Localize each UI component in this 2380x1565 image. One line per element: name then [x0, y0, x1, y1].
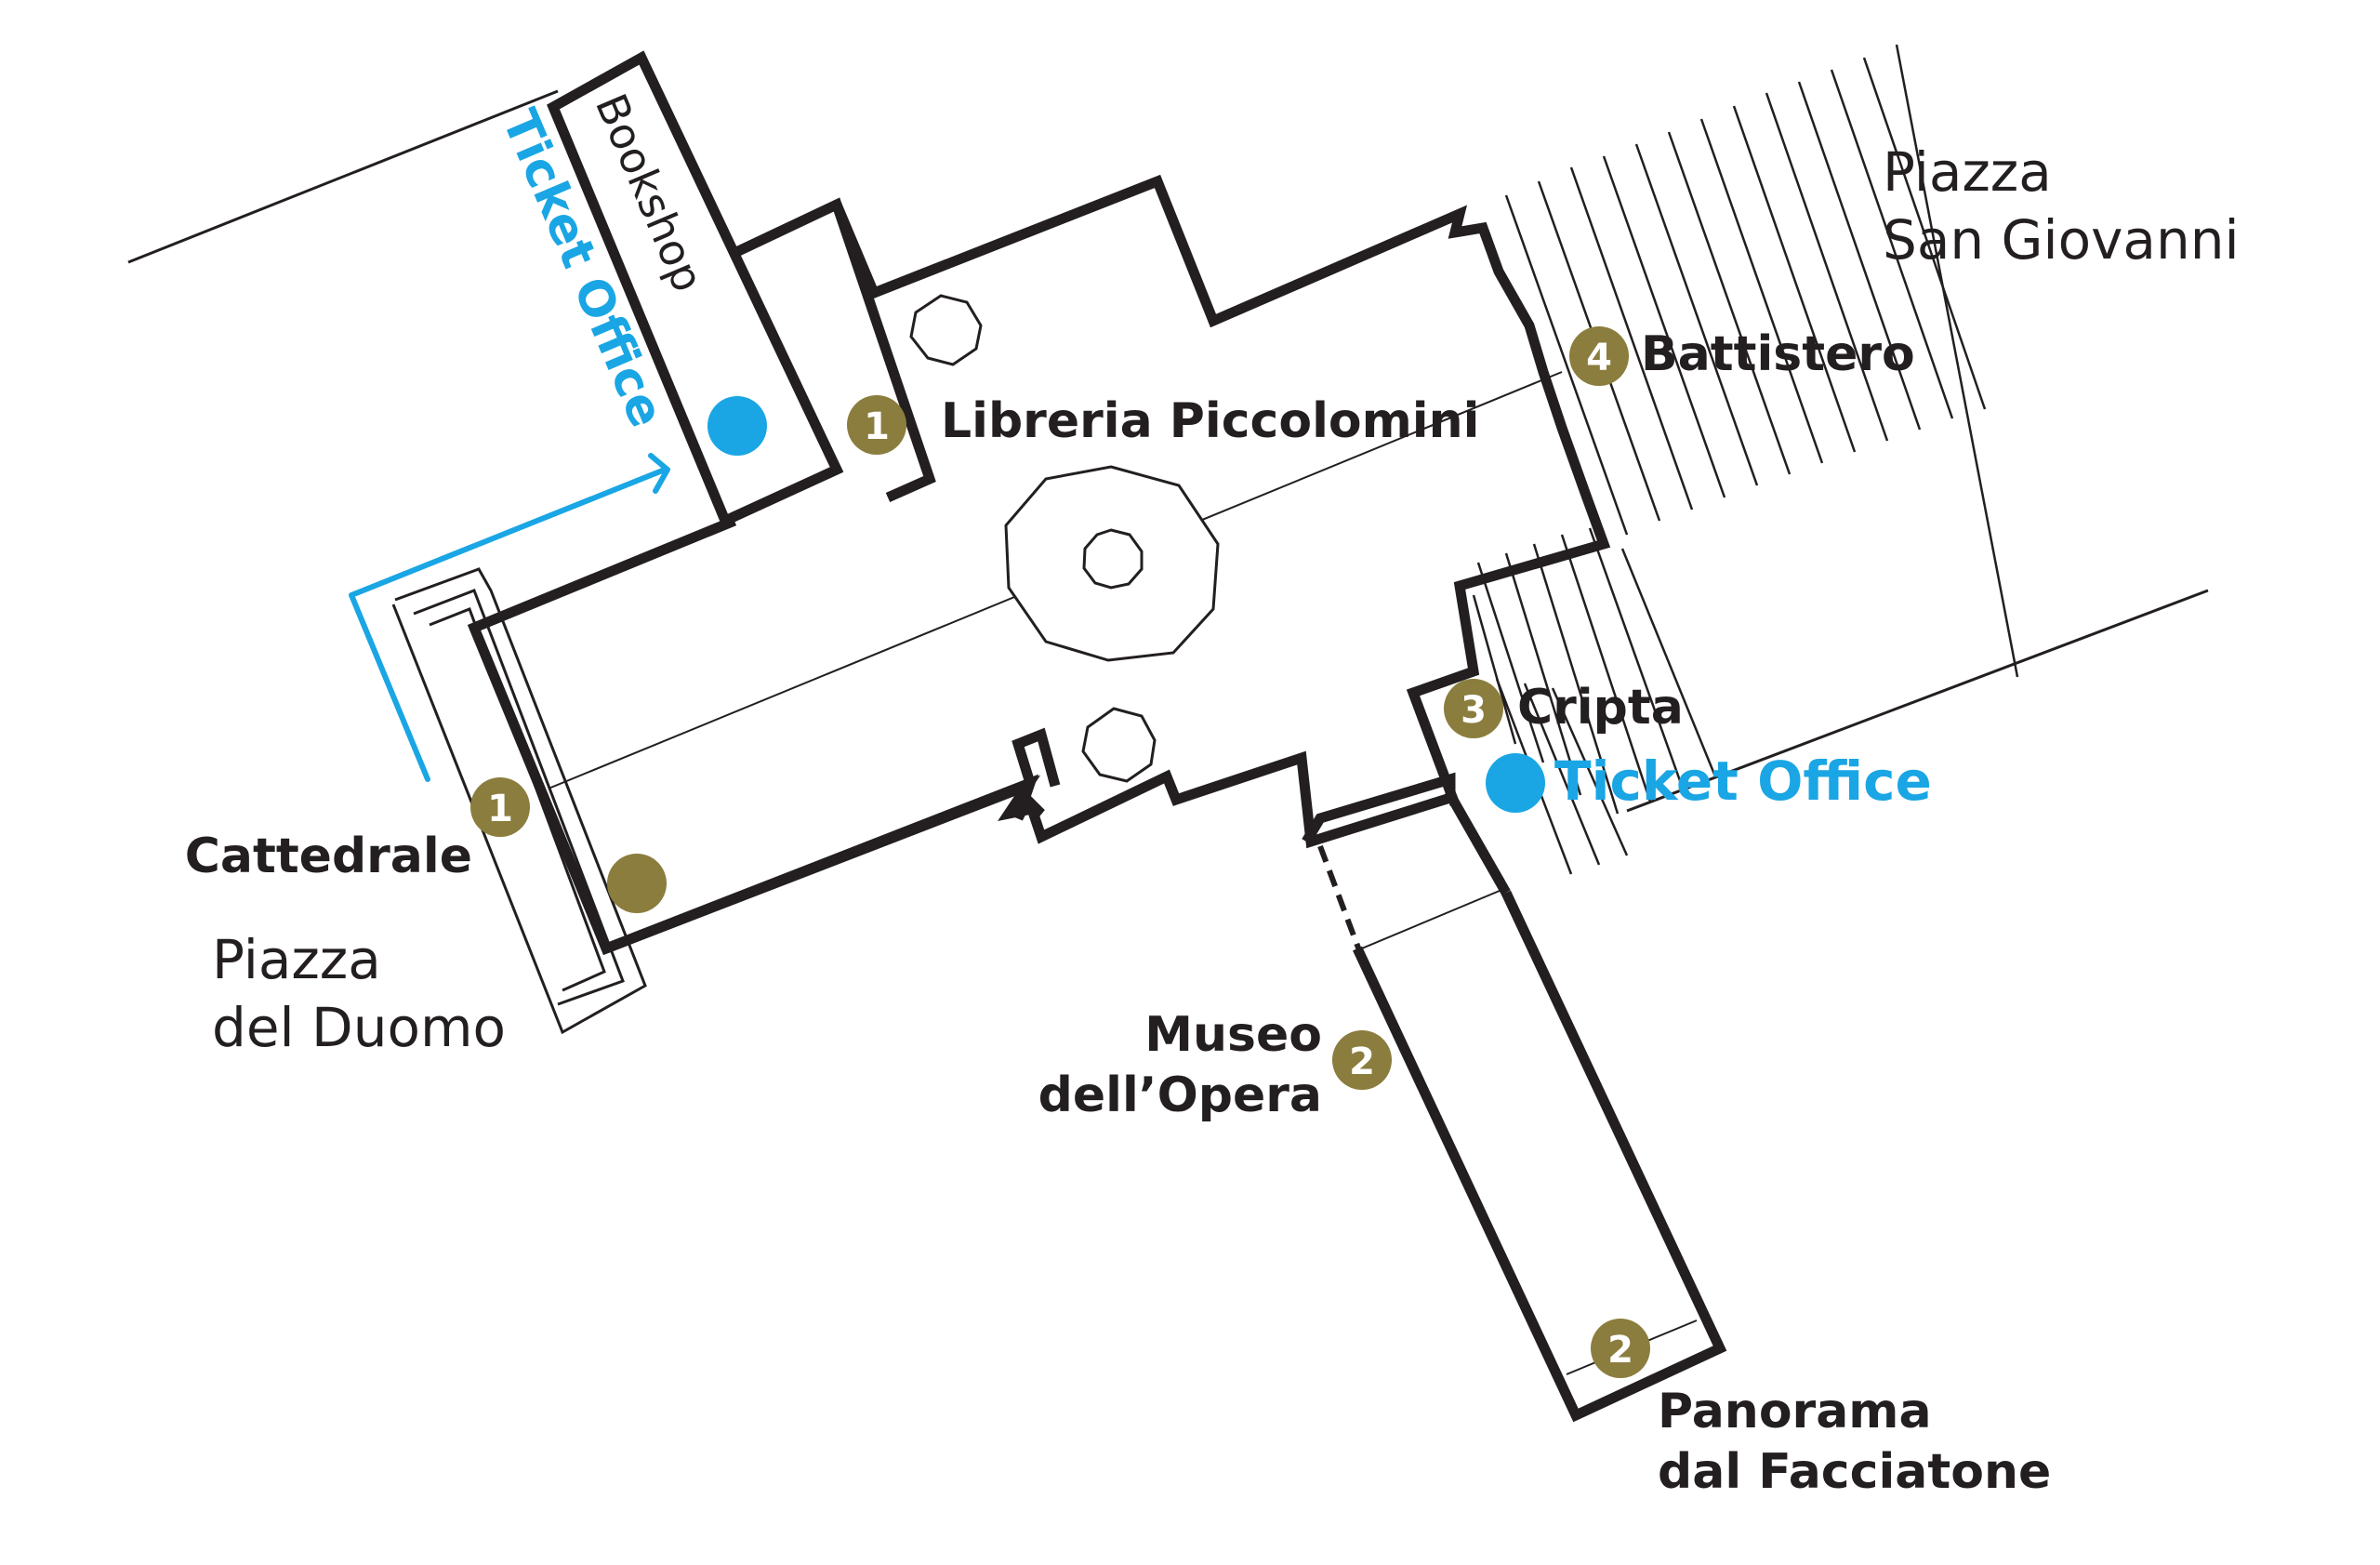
- cattedrale-label: Cattedrale: [185, 829, 472, 884]
- marker-libreria[interactable]: 1: [847, 395, 906, 455]
- svg-text:4: 4: [1586, 337, 1612, 379]
- nave-marker: [607, 854, 667, 913]
- libreria-label: Libreria Piccolomini: [941, 393, 1479, 449]
- ticket-route: [349, 453, 670, 782]
- column-south: [1081, 707, 1157, 783]
- cripta-label: Cripta: [1517, 680, 1684, 736]
- svg-text:2: 2: [1607, 1329, 1633, 1372]
- svg-text:3: 3: [1461, 689, 1487, 732]
- ticket-office-south-dot[interactable]: [1486, 753, 1545, 813]
- panorama-label-1: Panorama: [1658, 1384, 1932, 1439]
- piazza-duomo-label-2: del Duomo: [212, 996, 506, 1059]
- street-line-north: [127, 89, 559, 264]
- svg-text:1: 1: [864, 405, 890, 448]
- piazza-san-giovanni-hatching: [1472, 44, 2019, 875]
- ticket-office-north-dot[interactable]: [707, 396, 767, 456]
- panorama-label-2: dal Facciatone: [1658, 1444, 2051, 1500]
- marker-cripta[interactable]: 3: [1444, 679, 1503, 738]
- marker-cattedrale[interactable]: 1: [470, 777, 530, 837]
- svg-text:1: 1: [487, 788, 513, 830]
- piazza-duomo-label-1: Piazza: [212, 928, 381, 991]
- street-line-east: [1626, 589, 2209, 813]
- battistero-label: Battistero: [1641, 326, 1915, 382]
- ticket-office-south-label: Ticket Office: [1554, 749, 1932, 813]
- marker-museo[interactable]: 2: [1332, 1030, 1392, 1090]
- column-north: [909, 294, 983, 366]
- street-lines: [127, 89, 2209, 813]
- route-line: [349, 467, 668, 782]
- svg-text:2: 2: [1349, 1041, 1375, 1083]
- museo-label-1: Museo: [1144, 1007, 1322, 1063]
- piazza-san-giovanni-label-2: San Giovanni: [1883, 208, 2240, 272]
- dashed-passages: [1317, 798, 1509, 952]
- museo-label-2: dell’Opera: [1038, 1068, 1322, 1123]
- piazza-san-giovanni-label-1: Piazza: [1883, 140, 2052, 204]
- dome-inner: [1082, 528, 1144, 590]
- marker-battistero[interactable]: 4: [1569, 326, 1629, 386]
- marker-panorama[interactable]: 2: [1591, 1319, 1650, 1378]
- route-arrowhead: [648, 453, 670, 494]
- dome: [909, 294, 1220, 783]
